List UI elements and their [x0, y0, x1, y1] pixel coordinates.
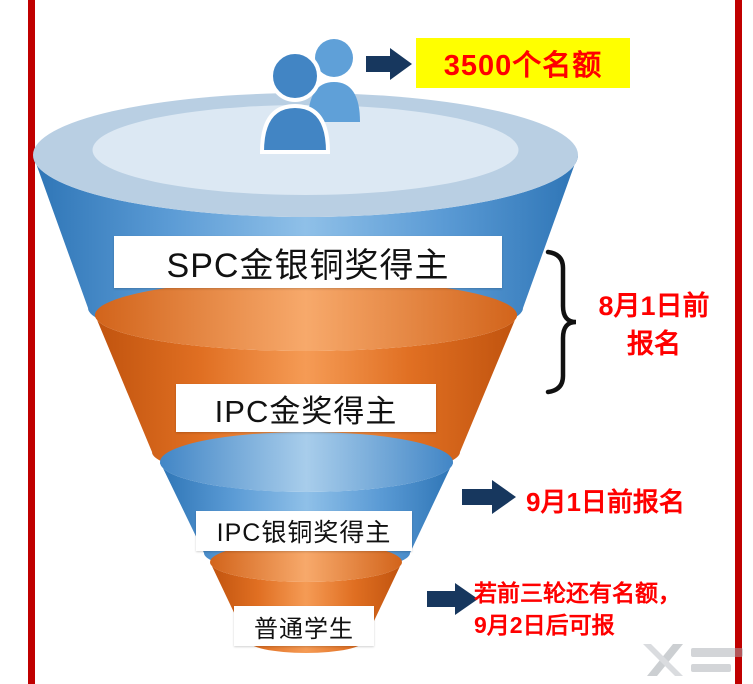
- tier3-top-surface: [160, 432, 453, 492]
- people-icon: [259, 39, 360, 154]
- arrow-right-icon-quota: [366, 48, 412, 80]
- round1-line1: 8月1日前: [598, 291, 710, 321]
- tier3-label: IPC银铜奖得主: [196, 511, 412, 551]
- round3-line1: 若前三轮还有名额，: [474, 580, 681, 606]
- tier2-top-surface: [95, 279, 517, 351]
- tier4-top-surface: [210, 542, 402, 582]
- tier4-label: 普通学生: [234, 606, 374, 646]
- round1-note: 8月1日前 报名: [586, 288, 722, 364]
- tier4-label-text: 普通学生: [254, 615, 354, 643]
- quota-text: 3500个名额: [443, 50, 603, 82]
- round3-note: 若前三轮还有名额， 9月2日后可报: [474, 577, 748, 641]
- person-back-icon: [308, 39, 360, 122]
- round2-note: 9月1日前报名: [526, 482, 736, 519]
- tier2-label: IPC金奖得主: [176, 384, 436, 432]
- round2-text: 9月1日前报名: [526, 487, 685, 517]
- tier1-label-text: SPC金银铜奖得主: [166, 246, 450, 285]
- tier1-label: SPC金银铜奖得主: [114, 236, 502, 288]
- person-front-icon: [259, 50, 331, 154]
- watermark-logo: [643, 644, 743, 676]
- curly-brace-icon: [545, 249, 577, 395]
- round3-line2: 9月2日后可报: [474, 612, 615, 639]
- round1-line2: 报名: [627, 328, 681, 359]
- tier3-label-text: IPC银铜奖得主: [216, 519, 392, 547]
- quota-callout: 3500个名额: [416, 38, 630, 88]
- left-red-border: [28, 0, 35, 684]
- right-red-border: [735, 0, 742, 684]
- arrow-right-icon-round3: [427, 583, 478, 615]
- arrow-right-icon-round2: [462, 480, 516, 514]
- tier2-label-text: IPC金奖得主: [214, 393, 398, 429]
